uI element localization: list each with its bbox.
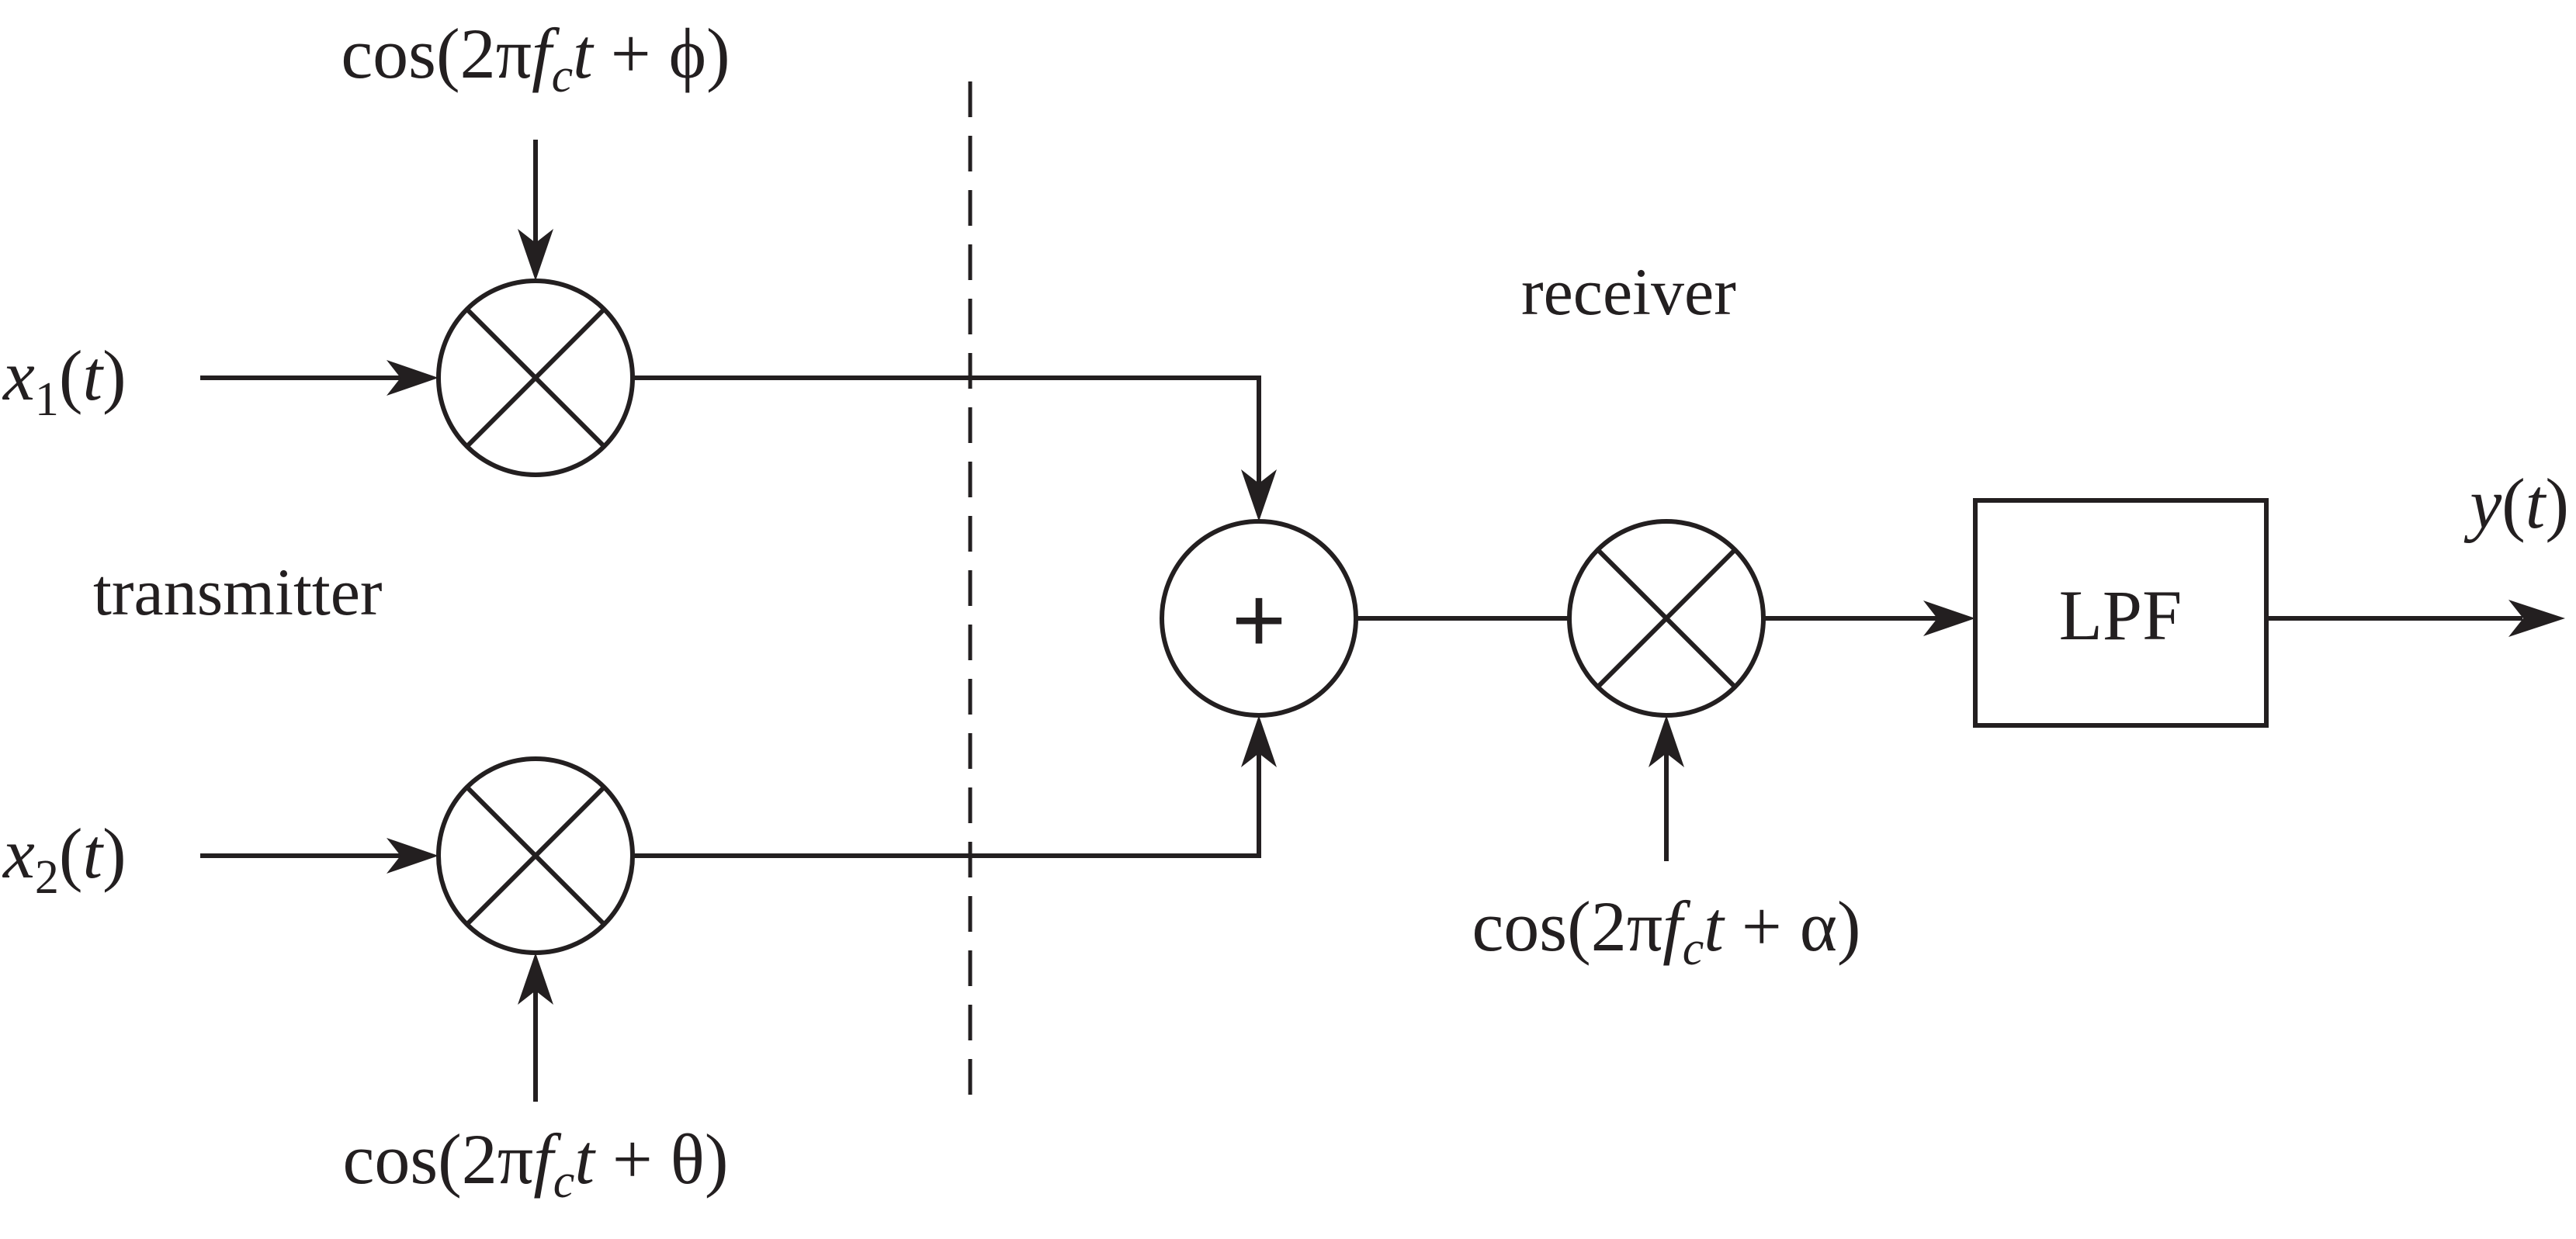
bottom-carrier-label: cos(2πfct + θ)	[343, 1120, 729, 1208]
receiver-label: receiver	[1521, 254, 1736, 329]
x2-input-arrowhead	[387, 838, 439, 874]
lpf-label: LPF	[2059, 576, 2182, 655]
bottom-branch-wire	[633, 748, 1261, 858]
x1-input-arrowhead	[387, 360, 439, 396]
x1-label: x1(t)	[2, 336, 127, 426]
rx-carrier-arrowhead	[1649, 715, 1684, 767]
top-multiplier	[436, 279, 635, 477]
bottom-branch-arrowhead	[1241, 715, 1277, 767]
y-output-label: y(t)	[2463, 464, 2569, 543]
top-branch-wire	[633, 376, 1261, 489]
adder: +	[1160, 519, 1358, 718]
top-branch-arrowhead	[1241, 469, 1277, 521]
bottom-multiplier	[436, 756, 635, 955]
adder-plus-symbol: +	[1232, 568, 1286, 672]
rx-carrier-label: cos(2πfct + α)	[1472, 887, 1860, 975]
output-arrowhead	[2508, 600, 2565, 637]
transmitter-label: transmitter	[93, 555, 383, 629]
x2-label: x2(t)	[2, 814, 127, 904]
lpf-block: LPF	[1973, 498, 2269, 728]
top-carrier-label: cos(2πfct + ϕ)	[341, 14, 730, 102]
top-carrier-arrowhead	[518, 229, 553, 281]
mixer-to-lpf-arrowhead	[1923, 600, 1975, 636]
receiver-multiplier	[1567, 519, 1766, 718]
bottom-carrier-arrowhead	[518, 953, 553, 1005]
